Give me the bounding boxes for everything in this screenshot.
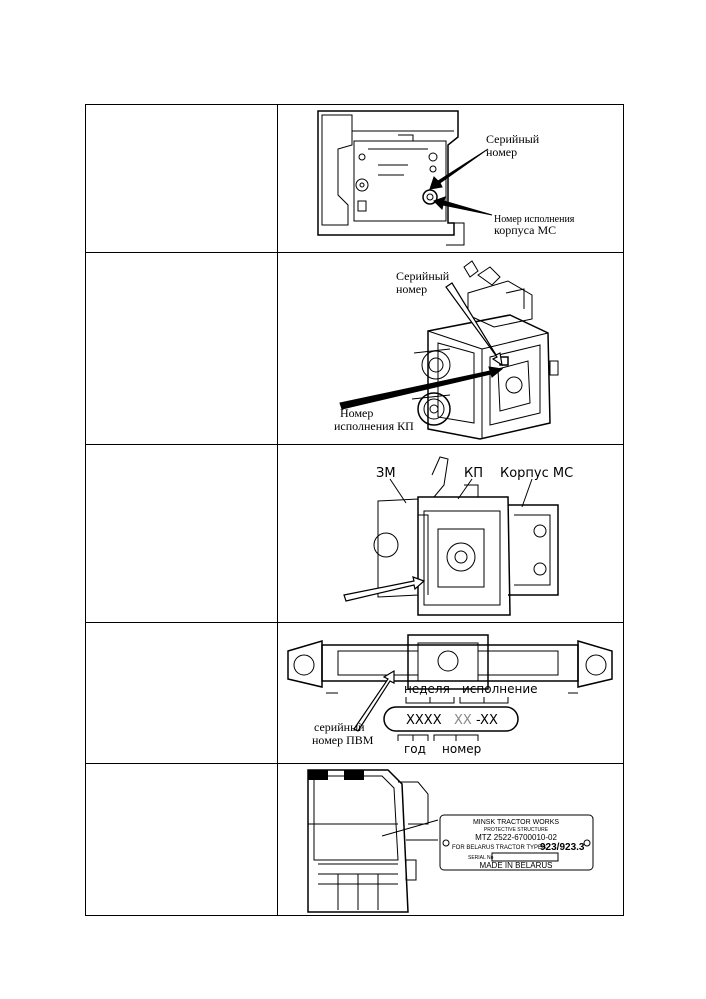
code-light-digits: XX	[454, 713, 472, 728]
table-row: XXXX XX -XX неделя исполнение год номер …	[85, 622, 624, 764]
version-label-line1: Номер	[340, 406, 373, 420]
label-number: номер	[442, 742, 481, 756]
serial-number-arrow	[353, 669, 395, 732]
figure-cell: Серийный номер Номер исполнения КП	[277, 252, 624, 445]
label-kp: КП	[464, 466, 483, 481]
table-row: Серийный номер Номер исполнения КП	[85, 252, 624, 445]
serial-number-arrow	[429, 148, 489, 190]
serial-number-arrow	[445, 282, 503, 367]
description-cell	[85, 444, 278, 623]
version-number-arrow	[339, 366, 504, 410]
figure-cell: MINSK TRACTOR WORKS PROTECTIVE STRUCTURE…	[277, 763, 624, 916]
table-row: Серийный номер Номер исполнения корпуса …	[85, 104, 624, 253]
serial-label-line2: номер ПВМ	[312, 733, 374, 747]
transmission-assembly-figure: ЗМ КП Корпус МС	[343, 456, 573, 616]
plate-line-1: MINSK TRACTOR WORKS	[473, 819, 559, 826]
serial-number-arrow	[343, 576, 426, 602]
serial-label-line1: Серийный	[486, 132, 540, 146]
version-number-arrow	[433, 196, 493, 216]
version-label-line2: исполнения КП	[334, 419, 414, 433]
serial-label-line1: серийный	[314, 720, 365, 734]
clutch-housing-figure: Серийный номер Номер исполнения корпуса …	[317, 110, 575, 246]
plate-line-4-prefix: FOR BELARUS TRACTOR TYPES:	[452, 845, 548, 851]
figure-cell: Серийный номер Номер исполнения корпуса …	[277, 104, 624, 253]
code-suffix: -XX	[476, 713, 498, 728]
code-digits: XXXX	[406, 713, 442, 728]
description-cell	[85, 104, 278, 253]
plate-serial-label: SERIAL No	[468, 855, 494, 861]
front-axle-figure: XXXX XX -XX неделя исполнение год номер …	[287, 634, 613, 756]
plate-line-3: MTZ 2522-6700010-02	[475, 833, 557, 842]
protective-structure-plate	[439, 814, 594, 871]
serial-label-line1: Серийный	[396, 269, 450, 283]
plate-line-4-value: 923/923.3	[540, 842, 585, 853]
description-cell	[85, 763, 278, 916]
plate-line-2: PROTECTIVE STRUCTURE	[484, 827, 549, 833]
label-year: год	[404, 742, 426, 756]
version-label-line2: корпуса МС	[494, 223, 556, 237]
gearbox-figure: Серийный номер Номер исполнения КП	[334, 260, 559, 440]
table-row: MINSK TRACTOR WORKS PROTECTIVE STRUCTURE…	[85, 763, 624, 916]
label-week: неделя	[404, 682, 450, 696]
table-row: ЗМ КП Корпус МС	[85, 444, 624, 623]
plate-made-in: MADE IN BELARUS	[480, 861, 553, 870]
identification-table: Серийный номер Номер исполнения корпуса …	[85, 104, 624, 916]
description-cell	[85, 622, 278, 764]
label-housing: Корпус МС	[500, 466, 573, 481]
serial-code-capsule	[383, 706, 519, 732]
description-cell	[85, 252, 278, 445]
plate-serial-box	[491, 852, 559, 862]
label-zm: ЗМ	[376, 466, 396, 481]
serial-label-line2: номер	[396, 282, 427, 296]
version-label-line1: Номер исполнения	[494, 214, 575, 225]
cab-plate-figure: MINSK TRACTOR WORKS PROTECTIVE STRUCTURE…	[307, 769, 594, 913]
serial-label-line2: номер	[486, 145, 517, 159]
figure-cell: XXXX XX -XX неделя исполнение год номер …	[277, 622, 624, 764]
label-version: исполнение	[462, 682, 538, 696]
figure-cell: ЗМ КП Корпус МС	[277, 444, 624, 623]
